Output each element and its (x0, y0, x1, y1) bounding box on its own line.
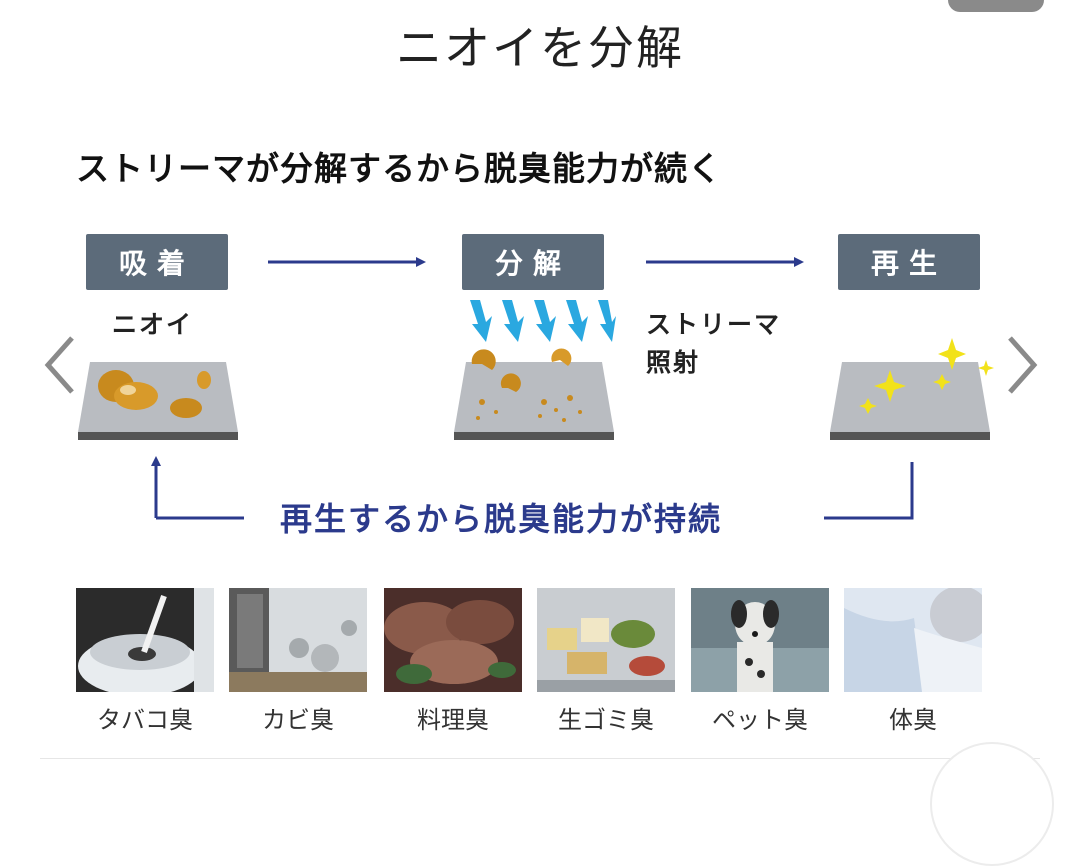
decomposition-illustration (454, 300, 616, 440)
step-adsorption-label: 吸着 (86, 234, 228, 290)
odor-label: 体臭 (889, 706, 937, 734)
cigarette-photo (76, 588, 214, 696)
odor-card-pet[interactable]: ペット臭 (691, 588, 829, 734)
odor-card-garbage[interactable]: 生ゴミ臭 (537, 588, 675, 734)
body-photo (844, 586, 990, 692)
odor-caption: ニオイ (112, 310, 194, 339)
garbage-photo (537, 588, 675, 692)
streamer-caption: ストリーマ 照射 (646, 310, 782, 377)
loop-caption: 再生するから脱臭能力が持続 (280, 500, 723, 538)
loop-arrow (151, 456, 914, 520)
pet-photo (691, 588, 829, 692)
chevron-left-icon[interactable] (40, 332, 80, 398)
page-title: ニオイを分解 (396, 21, 684, 75)
mold-photo (229, 588, 367, 692)
odor-card-tobacco[interactable]: タバコ臭 (76, 588, 214, 734)
flow-arrow-1 (268, 257, 426, 267)
odor-label: 生ゴミ臭 (558, 706, 654, 734)
odor-label: カビ臭 (262, 706, 334, 734)
odor-label: タバコ臭 (97, 706, 193, 734)
odor-label: 料理臭 (417, 706, 489, 734)
adsorption-illustration (78, 362, 238, 440)
odor-card-body[interactable]: 体臭 (844, 586, 990, 734)
step-decomposition-label: 分解 (462, 234, 604, 290)
top-tab-indicator[interactable] (948, 0, 1044, 12)
chevron-right-icon[interactable] (1002, 332, 1042, 398)
regeneration-illustration (830, 338, 994, 440)
divider (40, 758, 1040, 759)
floating-action-button[interactable] (930, 742, 1054, 866)
cooking-photo (384, 588, 522, 692)
flow-arrow-2 (646, 257, 804, 267)
odor-label: ペット臭 (712, 706, 808, 734)
odor-card-mold[interactable]: カビ臭 (229, 588, 367, 734)
step-regeneration-label: 再生 (838, 234, 980, 290)
page-subtitle: ストリーマが分解するから脱臭能力が続く (76, 149, 722, 188)
odor-card-cooking[interactable]: 料理臭 (384, 588, 522, 734)
